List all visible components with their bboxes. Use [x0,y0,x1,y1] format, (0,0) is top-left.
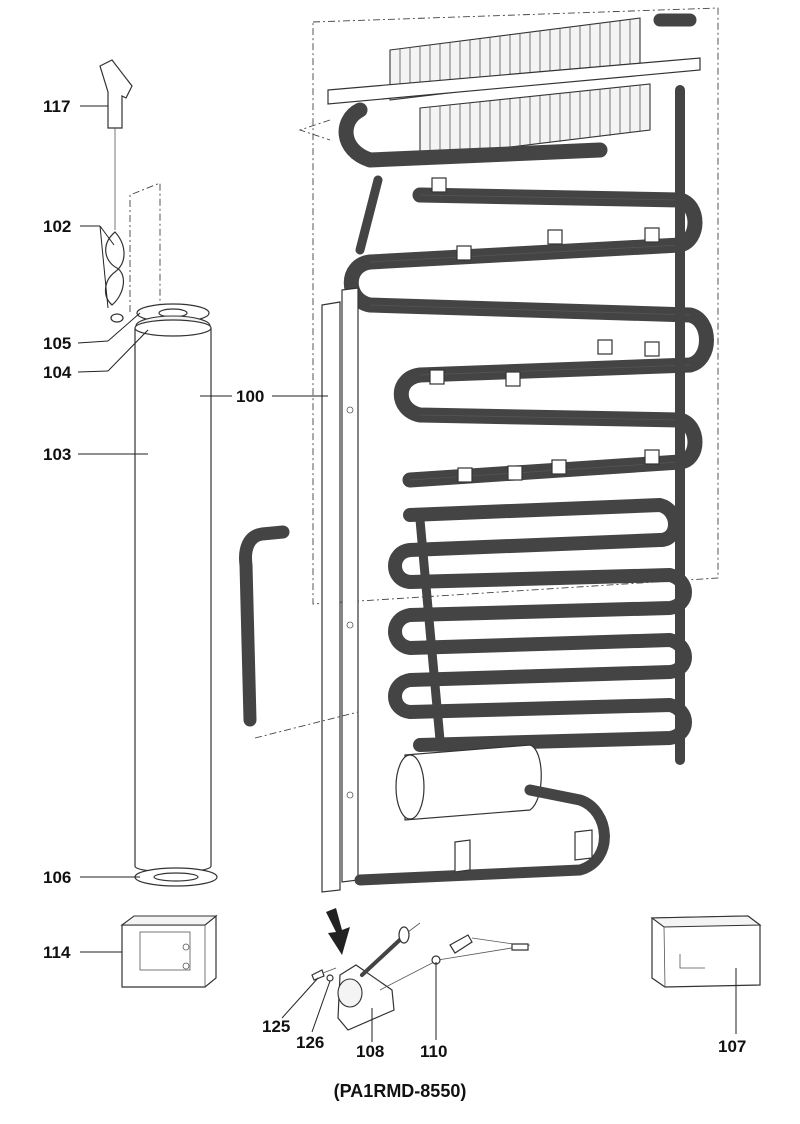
part-100-cooling-unit [239,7,719,893]
direction-arrow [326,908,350,955]
callout-117: 117 [43,97,70,116]
callout-103: 103 [43,445,71,464]
callout-102: 102 [43,217,71,236]
part-125-screw [311,967,337,981]
part-106-flue-ring [134,867,218,887]
callout-126: 126 [296,1033,324,1052]
part-117-baffle-hook [99,59,133,170]
callout-104: 104 [43,363,72,382]
callout-100: 100 [236,387,264,406]
callout-108: 108 [356,1042,384,1061]
part-114-burner-housing [120,914,218,988]
part-103-flue-insulation [134,319,212,873]
model-caption: (PA1RMD-8550) [334,1081,467,1101]
part-108-burner-assembly [337,922,531,1031]
part-126-washer [326,974,334,982]
callout-110: 110 [420,1042,447,1061]
part-107-burner-cover [650,915,762,988]
part-102-baffle-spiral [105,170,161,323]
absorber-vessel [395,744,542,821]
callout-114: 114 [43,943,71,962]
callout-106: 106 [43,868,71,887]
part-110-electrode [431,934,529,965]
tube-clips [429,177,660,483]
leader-lines [77,105,737,1042]
callout-125: 125 [262,1017,290,1036]
callout-105: 105 [43,334,71,353]
callout-107: 107 [718,1037,746,1056]
